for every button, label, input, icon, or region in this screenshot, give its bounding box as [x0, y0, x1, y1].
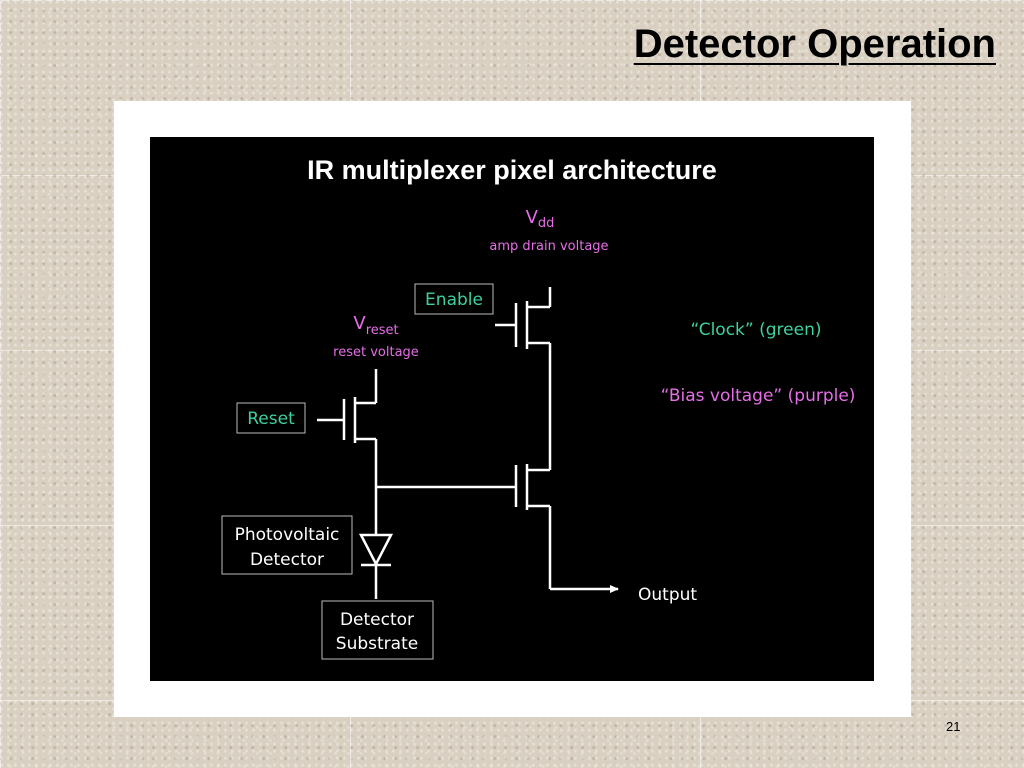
photovoltaic-detector-line2: Detector	[250, 550, 324, 570]
vreset-main: V	[353, 313, 366, 334]
legend-clock: “Clock” (green)	[691, 320, 822, 340]
enable-box	[414, 283, 494, 315]
page-number: 21	[946, 719, 961, 734]
vdd-description: amp drain voltage	[489, 239, 608, 254]
photovoltaic-detector-line1: Photovoltaic	[235, 525, 340, 545]
reset-label: Reset	[247, 409, 295, 429]
photovoltaic-detector-box	[221, 515, 353, 575]
vreset-description: reset voltage	[333, 345, 419, 360]
reset-box	[236, 402, 306, 434]
vdd-sub: dd	[538, 216, 555, 231]
slide-title: Detector Operation	[633, 22, 996, 66]
vdd-main: V	[526, 207, 539, 228]
enable-label: Enable	[425, 290, 483, 310]
vreset-label: Vreset	[353, 313, 398, 338]
legend-bias: “Bias voltage” (purple)	[661, 386, 856, 406]
pixel-circuit-diagram: IR multiplexer pixel architecture Vdd am…	[221, 155, 856, 660]
detector-substrate-line2: Substrate	[336, 634, 418, 654]
output-label: Output	[638, 585, 697, 605]
vdd-label: Vdd	[526, 207, 555, 231]
vreset-sub: reset	[366, 323, 399, 338]
circuit-wires	[317, 287, 619, 599]
diagram-panel: IR multiplexer pixel architecture Vdd am…	[150, 137, 874, 681]
detector-substrate-box	[321, 600, 434, 660]
detector-substrate-line1: Detector	[340, 610, 414, 630]
diagram-title: IR multiplexer pixel architecture	[307, 155, 717, 185]
